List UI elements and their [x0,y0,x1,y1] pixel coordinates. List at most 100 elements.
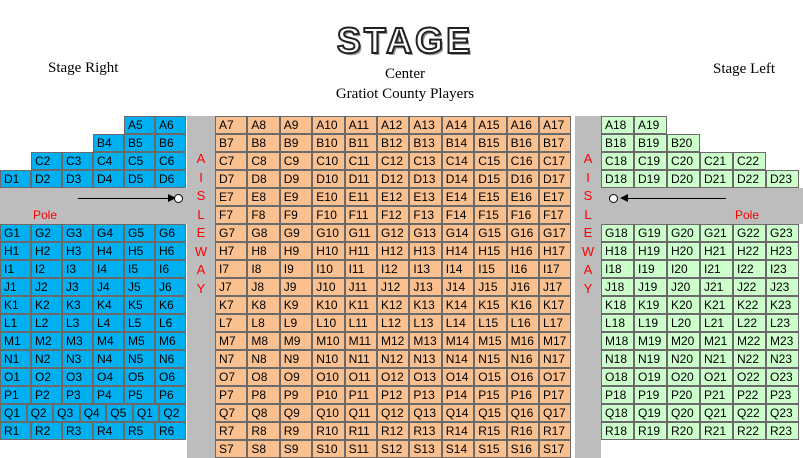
seat-stage-left[interactable]: D22 [733,170,766,188]
seat-stage-left[interactable]: O18 [601,368,634,386]
seat-stage-left[interactable]: G21 [700,224,733,242]
seat-center[interactable]: D14 [441,170,475,188]
seat-stage-right[interactable]: Q3 [53,404,80,422]
seat-center[interactable]: B7 [215,134,248,152]
seat-center[interactable]: E10 [312,188,345,206]
seat-stage-right[interactable]: N2 [31,350,62,368]
seat-stage-right[interactable]: P4 [93,386,124,404]
seat-stage-right[interactable]: L2 [31,314,62,332]
seat-center[interactable]: S7 [215,440,248,458]
seat-stage-left[interactable]: L19 [634,314,667,332]
seat-center[interactable]: G12 [377,224,410,242]
seat-center[interactable]: M17 [539,332,572,350]
seat-center[interactable]: I11 [344,260,377,278]
seat-stage-right[interactable]: O1 [0,368,31,386]
seat-stage-left[interactable]: L23 [766,314,799,332]
seat-stage-left[interactable]: N21 [700,350,733,368]
seat-stage-left[interactable]: P23 [766,386,799,404]
seat-center[interactable]: F11 [344,206,377,224]
seat-center[interactable]: E15 [474,188,507,206]
seat-stage-right[interactable]: A5 [124,116,155,134]
seat-center[interactable]: C16 [506,152,539,170]
seat-stage-left[interactable]: I21 [700,260,733,278]
seat-center[interactable]: L14 [441,314,475,332]
seat-stage-right[interactable]: Q1 [132,404,160,422]
seat-stage-right[interactable]: G4 [93,224,124,242]
seat-center[interactable]: B13 [409,134,442,152]
seat-center[interactable]: M15 [474,332,507,350]
seat-center[interactable]: K14 [441,296,475,314]
seat-stage-left[interactable]: O21 [700,368,733,386]
seat-stage-left[interactable]: H18 [601,242,634,260]
seat-center[interactable]: O14 [441,368,475,386]
seat-center[interactable]: Q8 [247,404,280,422]
seat-center[interactable]: Q13 [409,404,442,422]
seat-center[interactable]: H11 [344,242,377,260]
seat-stage-left[interactable]: M18 [601,332,634,350]
seat-stage-right[interactable]: G5 [124,224,155,242]
seat-center[interactable]: F14 [441,206,475,224]
seat-center[interactable]: S13 [409,440,442,458]
seat-center[interactable]: P12 [377,386,410,404]
seat-stage-right[interactable]: G2 [31,224,62,242]
seat-center[interactable]: O12 [377,368,410,386]
seat-stage-right[interactable]: C6 [155,152,186,170]
seat-center[interactable]: A11 [344,116,377,134]
seat-center[interactable]: R15 [474,422,507,440]
seat-center[interactable]: L9 [279,314,313,332]
seat-center[interactable]: M10 [312,332,345,350]
seat-stage-right[interactable]: H5 [124,242,155,260]
seat-center[interactable]: Q16 [506,404,539,422]
seat-center[interactable]: D8 [247,170,280,188]
seat-center[interactable]: R17 [539,422,572,440]
seat-stage-left[interactable]: C20 [667,152,700,170]
seat-center[interactable]: C11 [344,152,377,170]
seat-stage-right[interactable]: J1 [0,278,31,296]
seat-center[interactable]: Q14 [441,404,475,422]
seat-center[interactable]: L17 [539,314,572,332]
seat-center[interactable]: L16 [506,314,539,332]
seat-stage-left[interactable]: O19 [634,368,667,386]
seat-stage-left[interactable]: Q21 [700,404,733,422]
seat-center[interactable]: K13 [409,296,442,314]
seat-stage-left[interactable]: Q18 [601,404,634,422]
seat-center[interactable]: D16 [506,170,539,188]
seat-center[interactable]: E17 [539,188,572,206]
seat-center[interactable]: B9 [279,134,313,152]
seat-stage-left[interactable]: K22 [733,296,766,314]
seat-center[interactable]: R14 [441,422,475,440]
seat-stage-left[interactable]: P21 [700,386,733,404]
seat-center[interactable]: P15 [474,386,507,404]
seat-stage-right[interactable]: H4 [93,242,124,260]
seat-center[interactable]: G11 [344,224,377,242]
seat-center[interactable]: N8 [247,350,280,368]
seat-center[interactable]: B15 [474,134,507,152]
seat-center[interactable]: R8 [247,422,280,440]
seat-stage-left[interactable]: L18 [601,314,634,332]
seat-stage-left[interactable]: P18 [601,386,634,404]
seat-stage-left[interactable]: H23 [766,242,799,260]
seat-center[interactable]: K16 [506,296,539,314]
seat-center[interactable]: R11 [344,422,377,440]
seat-stage-right[interactable]: Q2 [159,404,186,422]
seat-center[interactable]: F10 [312,206,345,224]
seat-center[interactable]: S16 [506,440,539,458]
seat-center[interactable]: E11 [344,188,377,206]
seat-center[interactable]: G16 [506,224,539,242]
seat-center[interactable]: L11 [344,314,377,332]
seat-stage-left[interactable]: R18 [601,422,634,440]
seat-center[interactable]: E8 [247,188,280,206]
seat-stage-left[interactable]: L20 [667,314,700,332]
seat-center[interactable]: G7 [215,224,248,242]
seat-stage-left[interactable]: O22 [733,368,766,386]
seat-center[interactable]: O15 [474,368,507,386]
seat-stage-right[interactable]: G3 [62,224,93,242]
seat-center[interactable]: D11 [344,170,377,188]
seat-center[interactable]: L8 [247,314,280,332]
seat-center[interactable]: M7 [215,332,248,350]
seat-stage-left[interactable]: R22 [733,422,766,440]
seat-center[interactable]: H16 [506,242,539,260]
seat-center[interactable]: D9 [279,170,313,188]
seat-center[interactable]: R9 [279,422,313,440]
seat-stage-right[interactable]: J2 [31,278,62,296]
